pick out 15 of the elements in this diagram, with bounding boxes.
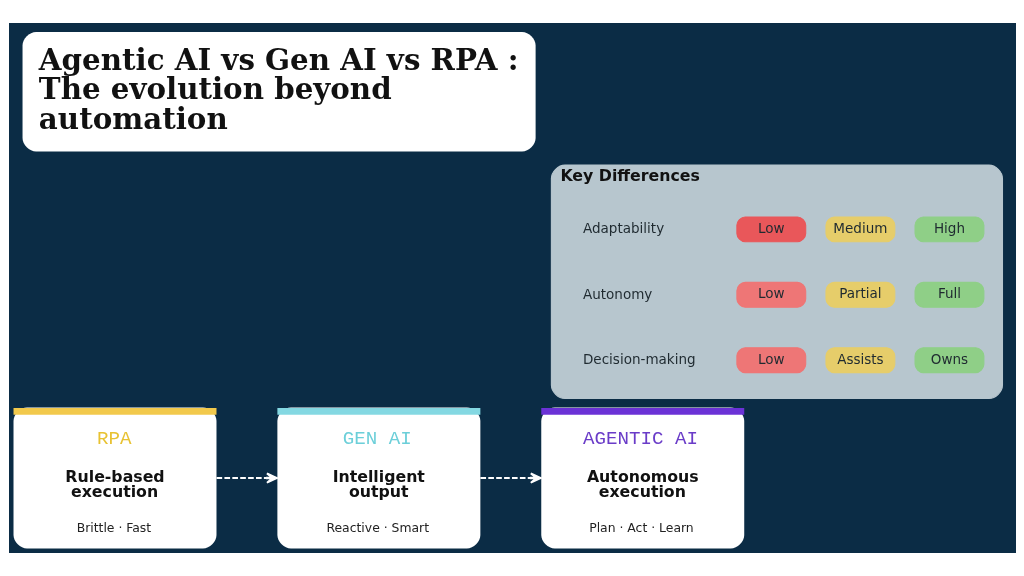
arrow <box>479 472 542 484</box>
node-box: Assists <box>824 347 895 374</box>
arrow <box>215 472 278 484</box>
label: Autonomy <box>582 285 652 302</box>
diagram-title: Agentic AI vs Gen AI vs RPA : The evolution beyond automation <box>38 42 519 136</box>
label: Adaptability <box>582 220 664 237</box>
node-box: Full <box>914 281 984 308</box>
node-box: Low <box>735 281 806 308</box>
node-box: Low <box>735 216 806 243</box>
node-box: Partial <box>824 281 895 308</box>
node-box: Owns <box>914 347 984 374</box>
node-box: Low <box>735 347 806 374</box>
node-box: High <box>914 216 984 243</box>
label: Decision-making <box>582 351 696 368</box>
node-box: Medium <box>824 216 895 243</box>
